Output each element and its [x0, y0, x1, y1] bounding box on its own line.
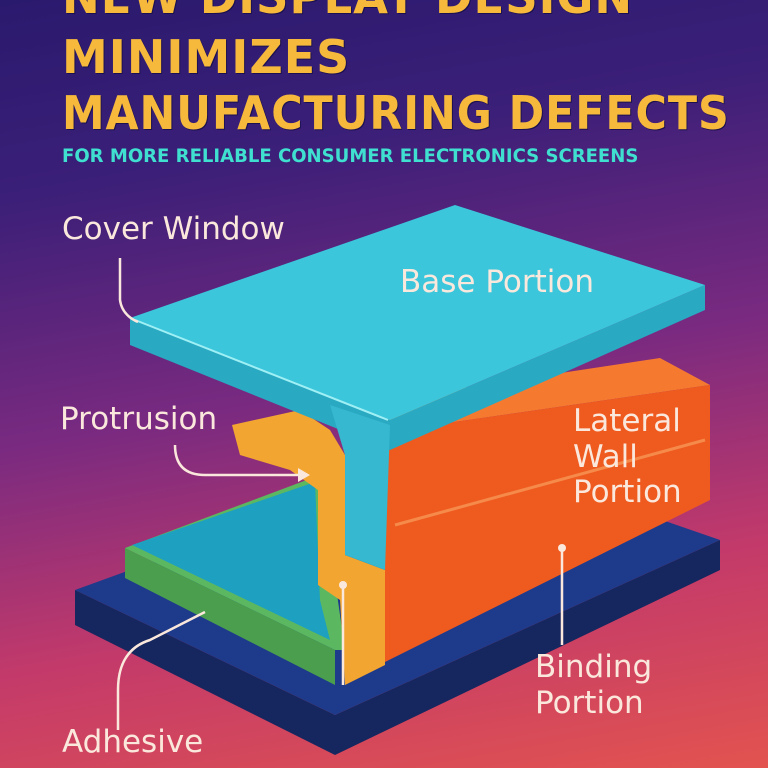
protrusion: [232, 410, 385, 685]
label-binding-line2: Portion: [535, 684, 644, 721]
cover-window-stem: [330, 405, 390, 570]
cover-window-top: [130, 205, 705, 420]
lateral-wall-front: [385, 385, 710, 662]
label-lateral-wall-line1: Lateral: [573, 403, 681, 439]
cover-window-leader: [118, 258, 139, 324]
subtitle: FOR MORE RELIABLE CONSUMER ELECTRONICS S…: [62, 145, 639, 167]
wall-highlight: [394, 438, 706, 527]
display-panel-top: [132, 482, 330, 640]
label-lateral-wall-line3: Portion: [573, 474, 682, 511]
label-protrusion: Protrusion: [60, 401, 218, 437]
label-adhesive: Adhesive: [62, 724, 204, 760]
label-cover-window: Cover Window: [62, 211, 285, 247]
label-lateral-wall-line2: Wall: [573, 438, 638, 475]
cover-edge-highlight: [134, 319, 389, 421]
title-line-3: MANUFACTURING DEFECTS: [62, 86, 730, 140]
label-binding-line1: Binding: [535, 649, 653, 685]
cover-window-side: [130, 285, 705, 450]
binding-leader-dot: [558, 544, 566, 552]
label-base-portion: Base Portion: [400, 264, 595, 300]
arrow-icon: [298, 468, 310, 482]
adhesive-layer-side: [125, 548, 335, 685]
label-binding-portion: Binding Portion: [535, 649, 653, 721]
base-plate-side: [75, 540, 720, 755]
adhesive-leader: [116, 610, 206, 730]
protrusion-lower-dot: [339, 581, 347, 589]
label-lateral-wall: Lateral Wall Portion: [573, 403, 682, 511]
title-line-1: NEW DISPLAY DESIGN: [62, 0, 633, 24]
title-line-2: MINIMIZES: [62, 30, 351, 84]
protrusion-leader: [173, 444, 300, 477]
